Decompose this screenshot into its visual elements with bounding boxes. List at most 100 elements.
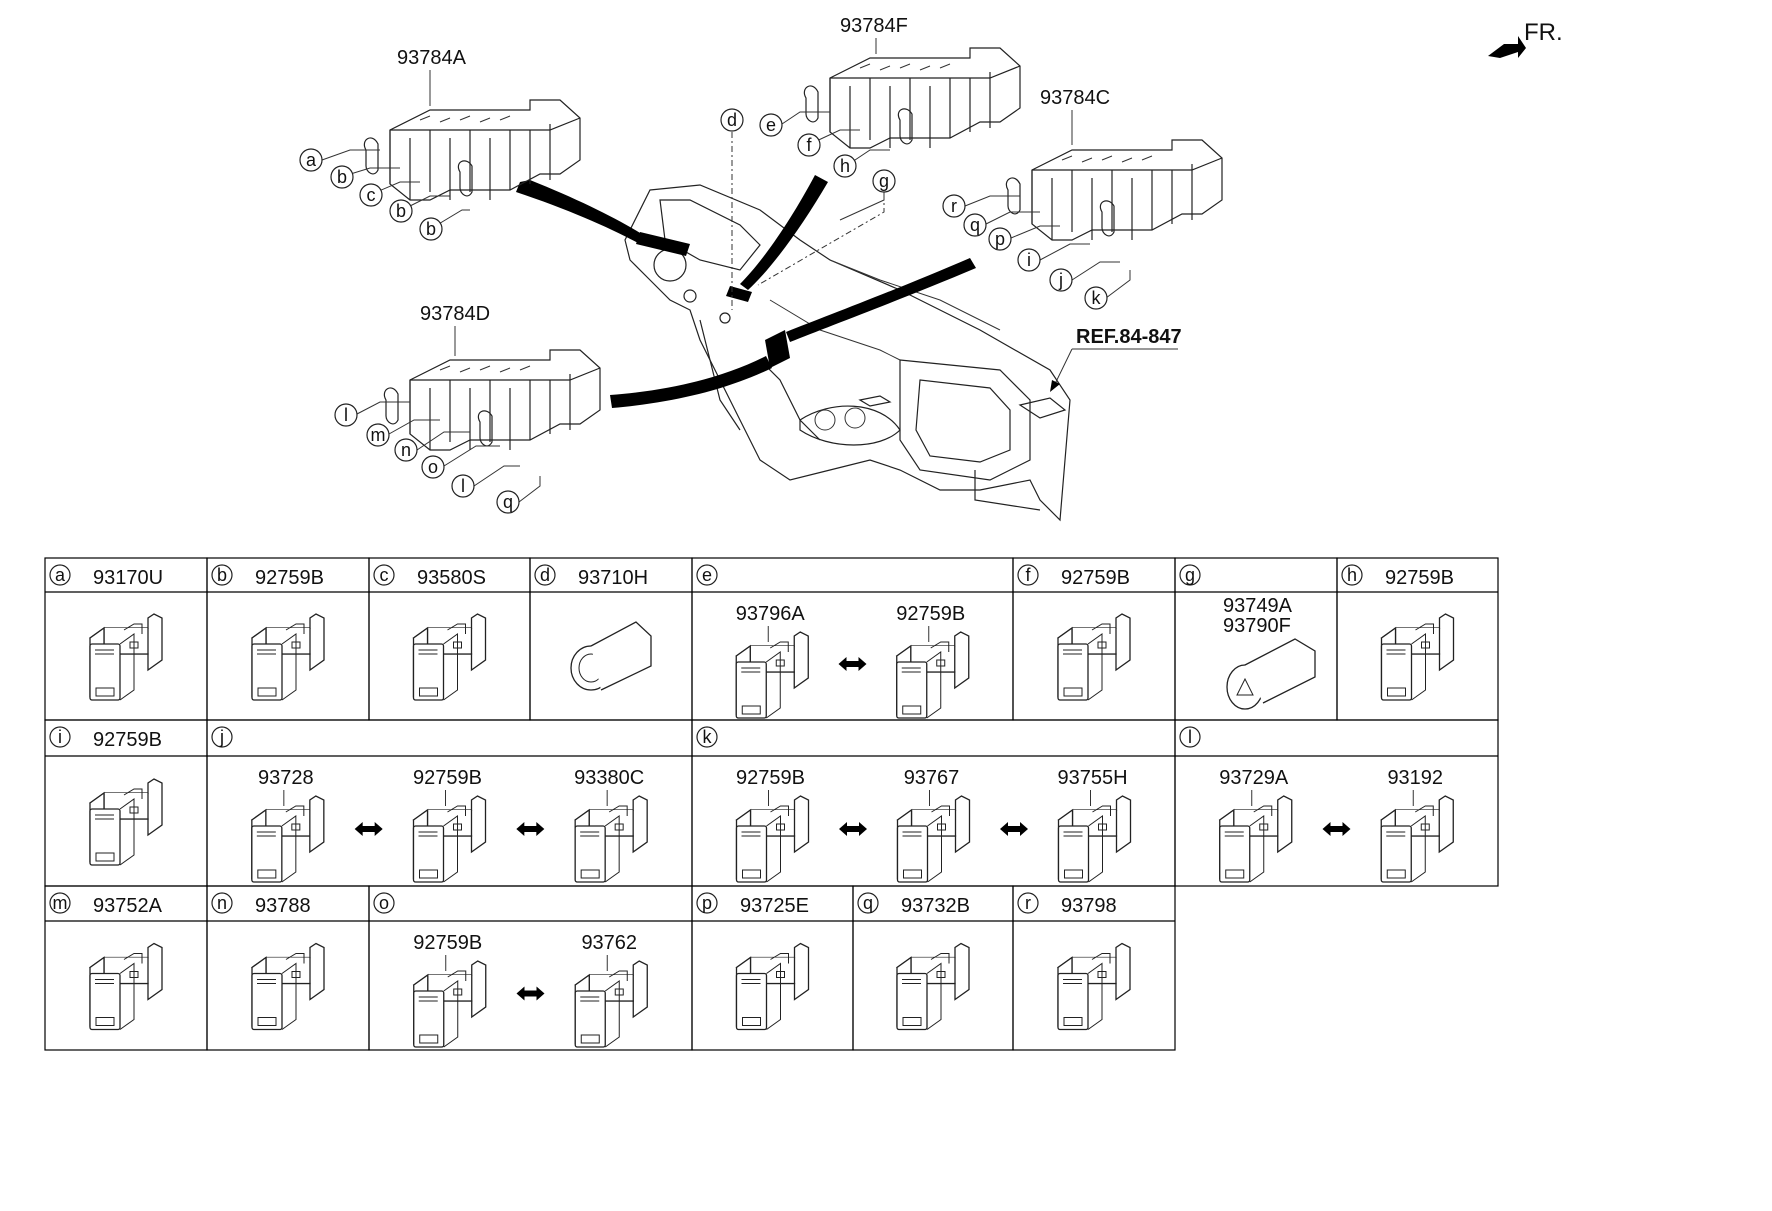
part-number: 93796A (736, 603, 806, 625)
interchange-arrow-icon (516, 986, 545, 1001)
dashboard-illustration (624, 184, 1071, 522)
callout-circle (373, 564, 395, 586)
callout-l: l (344, 405, 348, 425)
callout-f: f (806, 135, 812, 155)
reference-label: REF.84-847 (1076, 326, 1182, 348)
interchange-arrow-icon (1000, 822, 1028, 836)
callout-n: n (401, 440, 411, 460)
part-cell-m: m 93752A (49, 892, 163, 1031)
part-number: 93752A (93, 895, 163, 917)
part-number: 92759B (736, 767, 805, 789)
hazard-switch-icon (1226, 638, 1316, 710)
part-number: 93728 (258, 767, 314, 789)
cell-letter: l (1188, 727, 1192, 747)
switch-icon (89, 778, 163, 866)
callout-e: e (766, 115, 776, 135)
switch-icon (1057, 613, 1131, 701)
switch-icon (1380, 795, 1454, 883)
part-number: 93762 (581, 932, 637, 954)
switch-icon (1380, 613, 1455, 701)
cell-letter: d (540, 565, 550, 585)
interchange-arrow-icon (1322, 822, 1351, 836)
callout-q: q (503, 492, 513, 512)
part-number: 93788 (255, 895, 311, 917)
callout-b: b (426, 219, 436, 239)
part-number: 92759B (1385, 567, 1454, 589)
part-number: 93710H (578, 567, 648, 589)
part-number: 92759B (255, 567, 324, 589)
switch-icon (89, 942, 163, 1031)
callout-circle (696, 892, 718, 914)
callout-circle (857, 892, 879, 914)
switch-icon (412, 795, 487, 883)
part-cell-q: q 93732B (857, 892, 970, 1031)
callout-k: k (1092, 288, 1102, 308)
callout-i: i (1027, 250, 1031, 270)
callout-circle (49, 892, 71, 914)
callout-circle (1017, 892, 1039, 914)
assembly-93784C: 93784C r q p i j k (942, 87, 1223, 310)
switch-icon (1057, 942, 1131, 1031)
part-number: 92759B (896, 603, 965, 625)
part-number: 93749A (1223, 595, 1293, 617)
part-number: 93580S (417, 567, 486, 589)
switch-icon (1057, 795, 1132, 883)
part-number: 93732B (901, 895, 970, 917)
callout-l: l (461, 476, 465, 496)
part-number: 92759B (413, 932, 482, 954)
switch-icon (896, 795, 971, 883)
reference-callout: REF.84-847 (1050, 326, 1182, 392)
callout-b: b (337, 167, 347, 187)
cell-letter: p (702, 893, 712, 913)
cell-letter: k (703, 727, 713, 747)
switch-icon (735, 631, 809, 719)
switch-icon (574, 795, 648, 883)
callout-b: b (396, 201, 406, 221)
callout-circle (1179, 726, 1201, 748)
part-number: 93729A (1219, 767, 1289, 789)
cell-letter: b (217, 565, 227, 585)
switch-icon (251, 613, 325, 701)
callout-p: p (995, 229, 1005, 249)
cell-letter: r (1025, 893, 1031, 913)
callout-j: j (1058, 270, 1063, 290)
callout-r: r (951, 196, 957, 216)
interchange-arrow-icon (516, 822, 545, 836)
assembly-label: 93784F (840, 15, 908, 37)
callout-g: g (879, 171, 889, 191)
cell-letter: j (219, 727, 224, 747)
front-direction-arrow (1488, 36, 1526, 58)
part-number: 92759B (93, 729, 162, 751)
assembly-label: 93784C (1040, 87, 1110, 109)
callout-d-group: d (720, 108, 744, 310)
assembly-label: 93784D (420, 303, 490, 325)
front-direction-label: FR. (1524, 19, 1563, 46)
cell-letter: m (53, 893, 68, 913)
callout-circle (49, 564, 71, 586)
callout-circle (534, 564, 556, 586)
assembly-93784D: 93784D l m n o l q (334, 303, 601, 514)
callout-o: o (428, 457, 438, 477)
switch-icon (251, 795, 325, 883)
part-number: 93170U (93, 567, 163, 589)
callout-q: q (970, 215, 980, 235)
part-number: 93798 (1061, 895, 1117, 917)
callout-circle (211, 892, 233, 914)
callout-circle (49, 726, 71, 748)
callout-circle (211, 726, 233, 748)
cell-letter: q (863, 893, 873, 913)
cell-letter: n (217, 893, 227, 913)
callout-d: d (727, 110, 737, 130)
switch-icon (574, 960, 648, 1048)
callout-circle (696, 564, 718, 586)
